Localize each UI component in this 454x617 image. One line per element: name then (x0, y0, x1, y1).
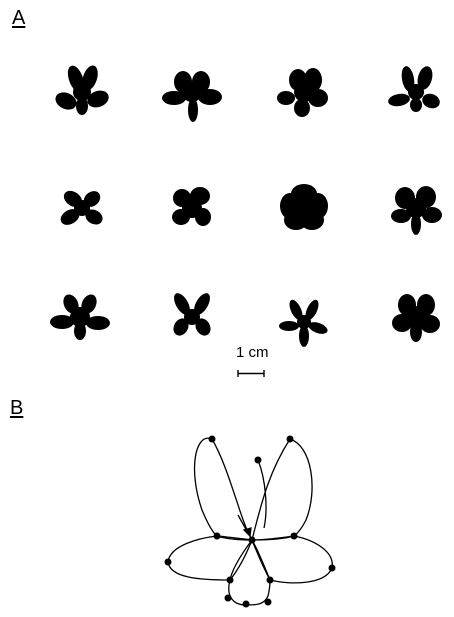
flower-silhouette (160, 176, 224, 240)
scale-bar (237, 369, 265, 378)
flower-silhouette (48, 285, 112, 349)
landmark-point (243, 601, 250, 608)
landmark-point (255, 457, 262, 464)
flower-silhouette (384, 285, 448, 349)
right-lateral-petal-outline (252, 536, 332, 583)
landmark-point (209, 436, 216, 443)
right-upper-petal-outline (252, 439, 312, 540)
landmark-point (267, 577, 274, 584)
landmark-point (214, 533, 221, 540)
flower-silhouette (160, 60, 224, 124)
panel-b-label: B (10, 398, 23, 418)
arrow-head-icon (244, 528, 251, 536)
panel-a-label: A (12, 8, 25, 28)
scale-bar-label: 1 cm (236, 345, 269, 360)
landmark-point (225, 595, 232, 602)
landmark-point (165, 559, 172, 566)
upper-petal-overlap-line (258, 460, 266, 528)
flower-silhouette (50, 60, 114, 124)
landmark-point (265, 599, 272, 606)
flower-silhouette (384, 176, 448, 240)
flower-silhouette (272, 290, 336, 354)
flower-silhouette (50, 176, 114, 240)
flower-silhouette (384, 60, 448, 124)
landmark-point (329, 565, 336, 572)
landmark-point (227, 577, 234, 584)
flower-silhouette (160, 285, 224, 349)
landmark-point (291, 533, 298, 540)
flower-outline-diagram (150, 425, 350, 615)
landmark-point (287, 436, 294, 443)
flower-silhouette (272, 60, 336, 124)
landmark-point (249, 537, 256, 544)
flower-silhouette (272, 176, 336, 240)
